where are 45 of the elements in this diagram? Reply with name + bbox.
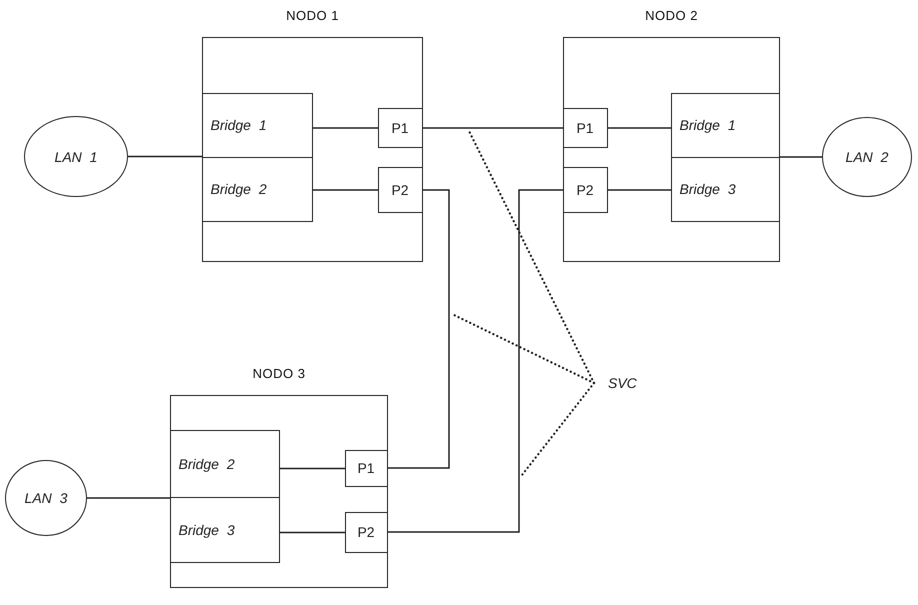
- bridge-box: [670, 156, 780, 222]
- connector-line: [128, 156, 202, 158]
- bridge-label: Bridge 1: [210, 117, 267, 133]
- connector-line: [608, 189, 671, 191]
- connector-line: [388, 189, 563, 533]
- connector-line: [780, 156, 822, 158]
- port-label: P1: [357, 460, 375, 476]
- bridge-label: Bridge 3: [178, 522, 235, 538]
- bridge-label: Bridge 1: [680, 117, 736, 133]
- bridge-box: [202, 92, 312, 158]
- port-box: [344, 512, 388, 552]
- leader-line: [520, 382, 596, 476]
- connector-line: [608, 127, 671, 129]
- bridge-label: Bridge 2: [178, 456, 235, 472]
- node-title: NODO 1: [285, 8, 340, 23]
- connector-line: [313, 189, 378, 191]
- leader-line: [452, 314, 596, 384]
- port-box: [344, 450, 388, 486]
- port-label: P2: [391, 182, 409, 198]
- port-label: P1: [576, 120, 594, 136]
- node-title: NODO 3: [252, 366, 306, 381]
- connector-line: [280, 532, 345, 534]
- connector-line: [313, 127, 378, 129]
- lan-label: LAN 1: [54, 148, 98, 164]
- connector-line: [388, 189, 450, 469]
- svc-label: SVC: [607, 375, 637, 391]
- bridge-box: [170, 430, 280, 498]
- node-title: NODO 2: [644, 8, 699, 23]
- port-label: P2: [357, 524, 375, 540]
- port-box: [562, 108, 608, 148]
- port-label: P1: [391, 120, 409, 136]
- port-box: [378, 108, 422, 148]
- bridge-label: Bridge 3: [680, 181, 736, 197]
- port-box: [378, 166, 422, 212]
- bridge-box: [670, 92, 780, 158]
- connector-line: [87, 497, 170, 499]
- bridge-box: [170, 496, 280, 562]
- lan-label: LAN 3: [24, 490, 68, 506]
- bridge-box: [202, 156, 312, 222]
- connector-line: [280, 468, 345, 470]
- bridge-label: Bridge 2: [210, 181, 267, 197]
- lan-label: LAN 2: [846, 149, 888, 165]
- port-box: [562, 166, 608, 212]
- port-label: P2: [576, 182, 594, 198]
- connector-line: [423, 127, 563, 129]
